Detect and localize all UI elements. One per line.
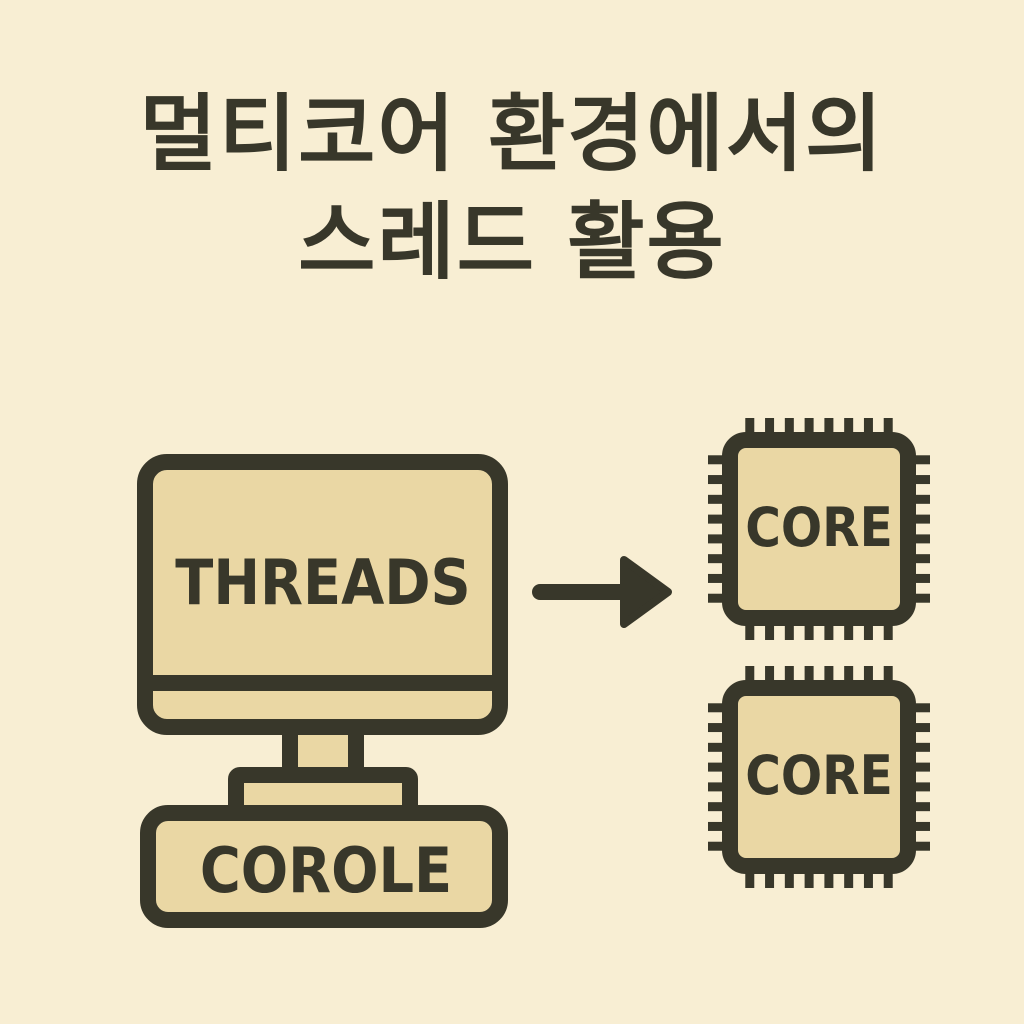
threads-label: THREADS <box>175 546 470 619</box>
cpu-pin <box>908 494 930 504</box>
cpu-pin <box>908 554 930 564</box>
cpu-pin <box>844 418 854 440</box>
cpu-pin <box>804 866 814 888</box>
cpu-pin <box>883 666 893 688</box>
cpu-pin <box>908 782 930 792</box>
cpu-pin <box>863 666 873 688</box>
cpu-pin <box>708 534 730 544</box>
cpu-pin <box>708 821 730 831</box>
cpu-pin <box>708 494 730 504</box>
cpu-pin <box>908 762 930 772</box>
cpu-pin <box>844 866 854 888</box>
cpu-pin <box>745 618 755 640</box>
cpu-core-body <box>722 432 916 626</box>
cpu-pin <box>765 418 775 440</box>
cpu-pin <box>824 866 834 888</box>
cpu-pin <box>708 723 730 733</box>
core-label: CORE <box>745 496 893 559</box>
cpu-pin <box>844 666 854 688</box>
cpu-pin <box>908 841 930 851</box>
cpu-pin <box>745 666 755 688</box>
cpu-pin <box>708 742 730 752</box>
cpu-pin <box>908 723 930 733</box>
cpu-pin <box>708 802 730 812</box>
cpu-core-icon: CORE <box>708 418 930 640</box>
cpu-pin <box>908 802 930 812</box>
cpu-pin <box>765 866 775 888</box>
cpu-pin <box>804 666 814 688</box>
cpu-pin <box>908 573 930 583</box>
cpu-pin <box>708 455 730 465</box>
cpu-pin <box>745 418 755 440</box>
cpu-pin <box>908 703 930 713</box>
cpu-pin <box>708 593 730 603</box>
cpu-pin <box>908 475 930 485</box>
cpu-pin <box>784 866 794 888</box>
cpu-pin <box>708 782 730 792</box>
cpu-pin <box>883 618 893 640</box>
cpu-pin <box>863 418 873 440</box>
cpu-pin <box>708 514 730 524</box>
cpu-pin <box>908 742 930 752</box>
cpu-pin <box>804 618 814 640</box>
corole-label: COROLE <box>200 834 452 907</box>
cpu-pin <box>708 703 730 713</box>
cpu-pin <box>784 618 794 640</box>
arrow-right-icon <box>532 556 672 628</box>
cpu-pin <box>824 418 834 440</box>
cpu-core-icon: CORE <box>708 666 930 888</box>
cpu-pin <box>708 554 730 564</box>
cpu-pin <box>765 666 775 688</box>
cpu-pin <box>824 618 834 640</box>
cpu-pin <box>908 821 930 831</box>
cpu-pin <box>908 534 930 544</box>
cpu-pin <box>863 866 873 888</box>
cpu-pin <box>708 841 730 851</box>
cpu-pin <box>784 418 794 440</box>
cpu-pin <box>765 618 775 640</box>
cpu-pins <box>708 418 930 640</box>
cpu-pin <box>883 418 893 440</box>
cpu-pin <box>708 762 730 772</box>
cpu-pin <box>883 866 893 888</box>
cpu-pin <box>708 475 730 485</box>
cpu-pins <box>708 666 930 888</box>
cpu-pin <box>844 618 854 640</box>
cpu-core-body <box>722 680 916 874</box>
cpu-pin <box>745 866 755 888</box>
computer-icon: THREADS COROLE <box>137 454 508 928</box>
cpu-pin <box>908 514 930 524</box>
cpu-pin <box>863 618 873 640</box>
core-label: CORE <box>745 744 893 807</box>
cpu-pin <box>804 418 814 440</box>
title-line-2: 스레드 활용 <box>298 193 726 291</box>
page-title: 멀티코어 환경에서의 스레드 활용 <box>0 80 1024 296</box>
computer-base <box>140 805 508 928</box>
cpu-pin <box>908 455 930 465</box>
cpu-pin <box>824 666 834 688</box>
title-line-1: 멀티코어 환경에서의 <box>139 85 885 183</box>
cpu-pin <box>708 573 730 583</box>
cpu-pin <box>908 593 930 603</box>
cpu-pin <box>784 666 794 688</box>
